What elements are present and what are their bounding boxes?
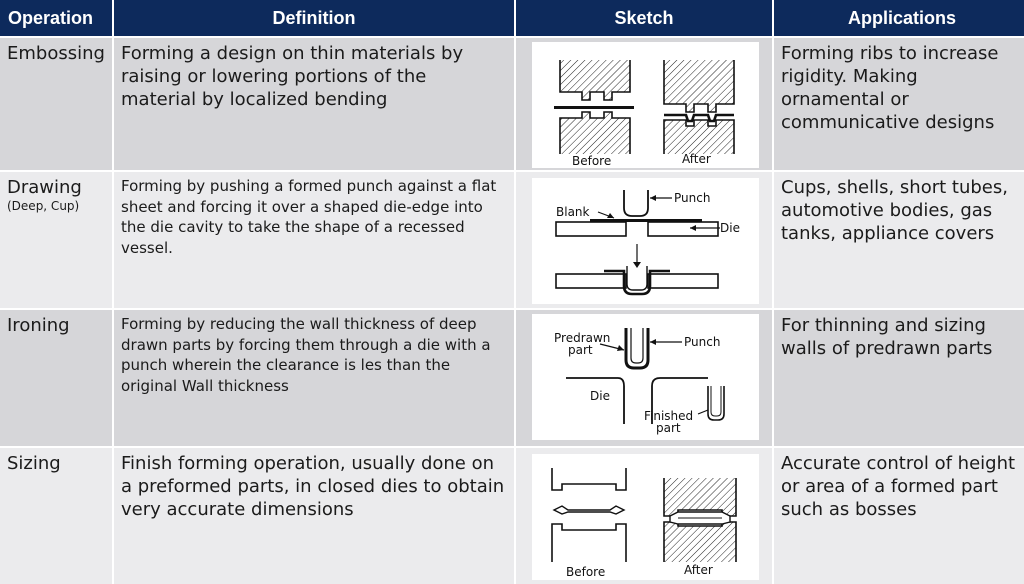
sketch-cell-embossing: Before After (516, 38, 772, 170)
punch-label: Punch (674, 191, 710, 205)
after-label: After (682, 152, 711, 166)
sketch-cell-ironing: Predrawn part Punch Die Finished p (516, 310, 772, 446)
finished-label-line2: part (656, 421, 681, 435)
header-definition: Definition (114, 0, 514, 36)
definition-embossing: Forming a design on thin materials by ra… (114, 38, 514, 170)
definition-sizing: Finish forming operation, usually done o… (114, 448, 514, 584)
ironing-sketch: Predrawn part Punch Die Finished p (532, 314, 759, 440)
operation-drawing: Drawing (Deep, Cup) (0, 172, 112, 308)
predrawn-label-line1: Predrawn (554, 331, 610, 345)
blank-label: Blank (556, 205, 590, 219)
applications-sizing: Accurate control of height or area of a … (774, 448, 1024, 584)
applications-embossing: Forming ribs to increase rigidity. Makin… (774, 38, 1024, 170)
operation-name: Sizing (7, 453, 61, 474)
operation-name: Ironing (7, 315, 70, 336)
finished-label-line1: Finished (644, 409, 693, 423)
drawing-sketch: Punch Blank Die (532, 178, 759, 304)
operation-embossing: Embossing (0, 38, 112, 170)
before-label: Before (572, 154, 611, 168)
header-operation: Operation (0, 0, 112, 36)
before-label: Before (566, 565, 605, 579)
operation-ironing: Ironing (0, 310, 112, 446)
sketch-cell-drawing: Punch Blank Die (516, 172, 772, 308)
operation-sizing: Sizing (0, 448, 112, 584)
applications-drawing: Cups, shells, short tubes, automotive bo… (774, 172, 1024, 308)
operation-name: Embossing (7, 43, 105, 64)
definition-drawing: Forming by pushing a formed punch agains… (114, 172, 514, 308)
embossing-sketch: Before After (532, 42, 759, 168)
applications-ironing: For thinning and sizing walls of predraw… (774, 310, 1024, 446)
header-sketch: Sketch (516, 0, 772, 36)
sketch-cell-sizing: Before After (516, 448, 772, 584)
operation-note: (Deep, Cup) (7, 199, 80, 213)
die-label: Die (720, 221, 740, 235)
predrawn-label-line2: part (568, 343, 593, 357)
operation-name: Drawing (7, 177, 82, 198)
definition-ironing: Forming by reducing the wall thickness o… (114, 310, 514, 446)
header-applications: Applications (774, 0, 1024, 36)
sizing-sketch: Before After (532, 454, 759, 580)
after-label: After (684, 563, 713, 577)
punch-label: Punch (684, 335, 720, 349)
die-label: Die (590, 389, 610, 403)
